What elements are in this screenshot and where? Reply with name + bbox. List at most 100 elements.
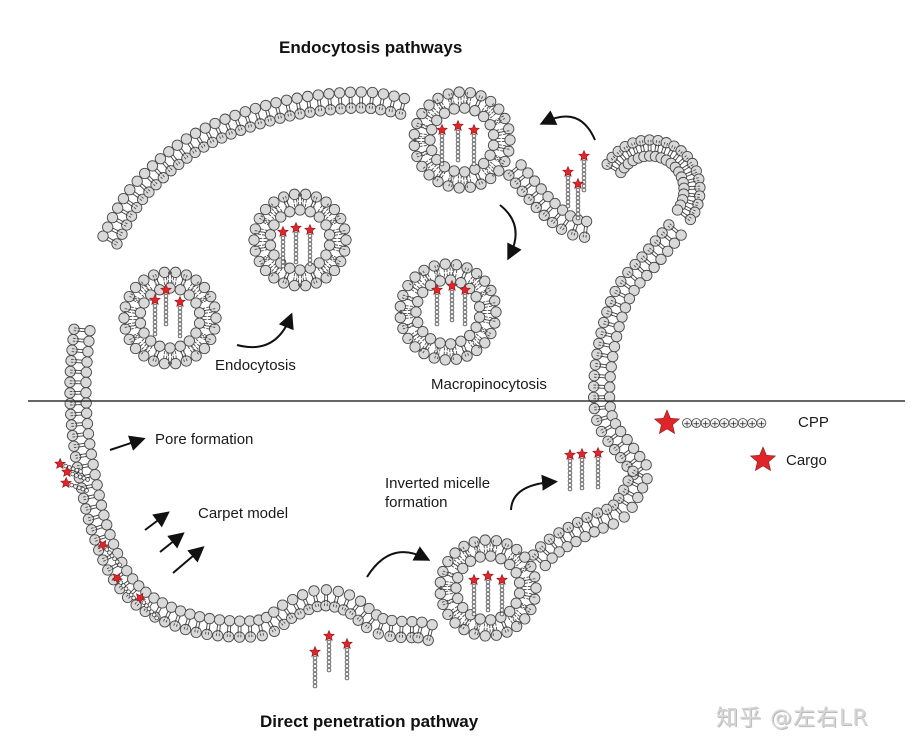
lipid-head (174, 605, 187, 617)
lipid-head (253, 212, 265, 225)
cpp-bead (462, 301, 468, 307)
cpp-cargo-conjugate (446, 279, 458, 323)
cpp-bead (471, 149, 477, 155)
lipid-head (304, 106, 316, 118)
lipid-head (442, 555, 454, 568)
lipid-head (102, 564, 114, 576)
cpp-cargo-conjugate (482, 569, 494, 613)
lipid-head (117, 192, 130, 205)
lipid-head (125, 210, 138, 222)
label-carpet-model: Carpet model (198, 505, 289, 522)
lipid-head (278, 191, 290, 203)
lipid-head (395, 631, 407, 643)
cpp-bead (344, 647, 350, 653)
cargo-star-icon (496, 573, 508, 586)
cpp-bead (462, 321, 468, 327)
lipid-head (340, 234, 352, 246)
lipid-head (287, 593, 299, 606)
lipid-head (210, 312, 222, 324)
lipid-head (615, 425, 627, 438)
lipid-head (206, 136, 219, 149)
cpp-bead (579, 485, 585, 491)
cpp-bead (595, 484, 601, 490)
lipid-head (304, 206, 316, 218)
lipid (72, 428, 95, 440)
bilayer-segment (64, 323, 418, 644)
lipid-head (613, 321, 625, 333)
lipid (129, 281, 149, 300)
lipid-head (256, 630, 268, 642)
lipid-head (588, 380, 600, 393)
lipid-head (174, 284, 186, 296)
lipid-head (264, 239, 277, 251)
lipid (129, 327, 150, 343)
lipid (660, 231, 681, 249)
lipid (580, 215, 593, 238)
lipid-head (384, 106, 397, 118)
lipid-head (416, 107, 428, 120)
lipid (460, 546, 477, 567)
lipid (302, 90, 314, 113)
cpp-bead (434, 313, 440, 319)
lipid-head (478, 157, 490, 170)
cpp-bead (471, 607, 477, 613)
lipid-head (180, 355, 192, 367)
lipid-head (140, 586, 152, 598)
plus-charge-icon: + (683, 420, 691, 430)
lipid-head (529, 571, 541, 583)
lipid-head (82, 428, 95, 440)
lipid-head (332, 585, 344, 598)
lipid-head (131, 201, 143, 214)
lipid-head (87, 458, 99, 471)
plus-charge-icon: + (720, 420, 728, 430)
lipid-head (239, 106, 251, 118)
lipid-head (138, 350, 150, 362)
lipid-head (299, 280, 312, 292)
cpp-bead (434, 293, 440, 299)
lipid-head (377, 88, 390, 100)
lipid (416, 616, 428, 639)
lipid-head (424, 333, 437, 345)
lipid (193, 317, 216, 329)
lipid (355, 86, 367, 109)
cpp-bead (307, 237, 313, 243)
vesicle-top-right (408, 86, 516, 194)
lipid (470, 287, 492, 303)
lipid-head (504, 605, 516, 618)
label-pore-formation: Pore formation (155, 431, 254, 448)
lipid (448, 92, 460, 115)
lipid-head (397, 289, 409, 302)
cpp-bead (462, 305, 468, 311)
lipid-head (394, 300, 406, 313)
cpp-cargo-conjugate (134, 592, 159, 621)
lipid-head (511, 620, 523, 633)
lipid-head (432, 92, 444, 105)
lipid (619, 279, 640, 297)
cpp-bead (312, 667, 318, 673)
lipid-head (617, 484, 630, 496)
cpp-bead (471, 137, 477, 143)
lipid (485, 159, 505, 177)
lipid (106, 225, 128, 240)
lipid-head (216, 132, 228, 144)
lipid-head (629, 258, 641, 271)
cpp-bead (455, 133, 461, 139)
lipid (203, 612, 216, 635)
lipid-head (223, 615, 236, 627)
lipid-head (449, 547, 461, 559)
lipid (94, 528, 116, 542)
lipid (344, 86, 356, 109)
lipid-head (409, 271, 421, 283)
cpp-bead (439, 161, 445, 167)
lipid (154, 153, 173, 173)
cpp-bead (152, 307, 158, 313)
lipid-head (339, 245, 351, 257)
arrow-inverted-micelle-release (510, 474, 558, 511)
lipid-head (121, 565, 133, 577)
lipid-head (335, 212, 347, 225)
lipid-head (588, 526, 600, 538)
lipid-head (375, 104, 387, 116)
cpp-bead (595, 476, 601, 482)
lipid (294, 264, 306, 287)
lipid-head (386, 614, 398, 627)
